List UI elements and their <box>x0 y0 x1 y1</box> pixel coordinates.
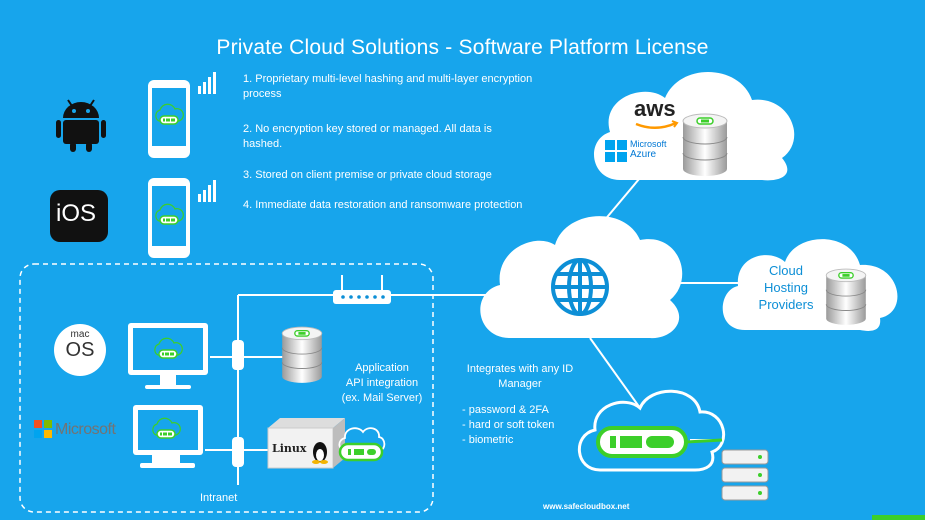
hosting-label: Cloud Hosting Providers <box>758 263 814 312</box>
network-hub <box>232 437 244 467</box>
database-icon <box>825 268 867 326</box>
macos-badge <box>54 324 106 376</box>
azure-label-line2: Azure <box>630 149 657 160</box>
id-manager-item: - hard or soft token <box>462 419 555 431</box>
feature-item: 2. No encryption key stored or managed. … <box>243 123 492 150</box>
signal-bars-icon <box>198 180 216 202</box>
macos-label-top: mac <box>70 329 90 340</box>
microsoft-label: Microsoft <box>55 421 116 438</box>
azure-label-line1: Microsoft <box>630 139 667 149</box>
microsoft-logo-icon <box>34 420 52 438</box>
ios-label: iOS <box>56 200 97 227</box>
macos-label-bottom: OS <box>65 339 95 361</box>
server-rack-icon <box>721 449 769 501</box>
signal-bars-icon <box>198 72 216 94</box>
linux-label: Linux <box>272 442 307 455</box>
desktop-monitor <box>128 323 208 389</box>
page-title: Private Cloud Solutions - Software Platf… <box>216 36 709 59</box>
hosting-cloud <box>722 239 898 331</box>
android-phone <box>148 72 216 158</box>
accent-bar <box>872 515 925 520</box>
network-hub <box>232 340 244 370</box>
android-logo-icon <box>56 99 106 152</box>
feature-item: 1. Proprietary multi-level hashing and m… <box>243 73 533 100</box>
ios-phone <box>148 178 216 258</box>
linux-app-icon <box>338 427 386 462</box>
website-link[interactable]: www.safecloudbox.net <box>543 502 630 511</box>
windows-logo-icon <box>605 140 627 162</box>
tux-penguin-icon <box>312 442 328 464</box>
database-icon <box>281 326 323 384</box>
id-manager-heading: Integrates with any ID Manager <box>466 363 574 390</box>
router-icon <box>333 275 391 304</box>
id-manager-cloud <box>578 389 769 501</box>
central-cloud <box>480 216 683 339</box>
feature-item: 3. Stored on client premise or private c… <box>243 169 492 181</box>
aws-smile-icon <box>635 121 677 129</box>
ios-badge <box>50 190 108 242</box>
globe-icon <box>551 258 609 316</box>
aws-label: aws <box>634 96 676 121</box>
id-manager-item: - password & 2FA <box>462 404 549 416</box>
database-icon <box>682 113 728 177</box>
intranet-label: Intranet <box>200 492 238 504</box>
intranet-boundary <box>19 263 434 513</box>
desktop-monitor <box>133 405 203 468</box>
id-manager-item: - biometric <box>462 434 514 446</box>
public-cloud <box>593 71 795 181</box>
linux-server <box>267 418 345 469</box>
application-label: Application API integration (ex. Mail Se… <box>341 362 423 404</box>
feature-item: 4. Immediate data restoration and ransom… <box>243 199 523 211</box>
